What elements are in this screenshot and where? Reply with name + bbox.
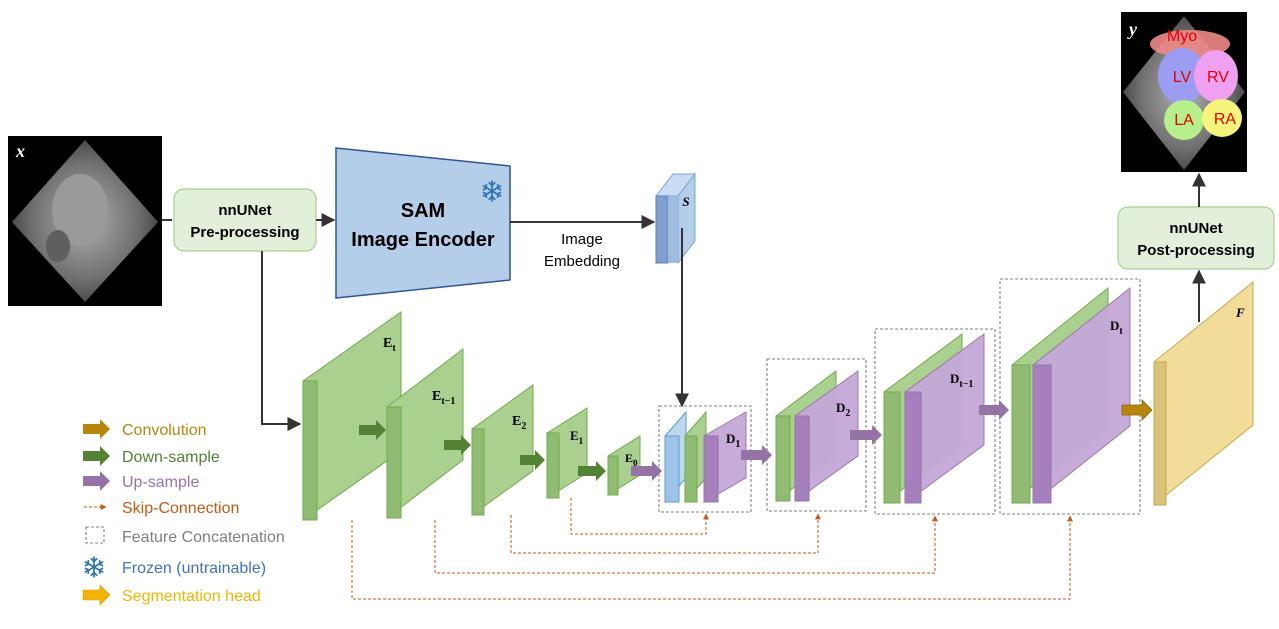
legend-item-segmentation-head: Segmentation head [82, 584, 261, 606]
block-d-t-label: Dt [1110, 318, 1123, 337]
sam-encoder: SAM Image Encoder [335, 147, 511, 299]
block-e-t-label: Et [383, 336, 396, 354]
rv-region [1194, 50, 1238, 102]
embedding-symbol: S [682, 194, 689, 209]
legend-item-skip-connection: Skip-Connection [84, 500, 239, 517]
block-e-2-label: E2 [512, 414, 526, 432]
legend-label-upsample: Up-sample [122, 474, 199, 491]
downsample-arrow-icon [83, 446, 110, 466]
input-label: x [15, 141, 25, 161]
block-d-t-1-label: Dt−1 [950, 371, 973, 390]
la-label: LA [1174, 112, 1194, 129]
embedding-block: S [654, 172, 697, 265]
block-e-t-1-label: Et−1 [432, 389, 455, 407]
block-e-0: E0 [607, 435, 641, 496]
block-e-0-label: E0 [625, 451, 638, 468]
convolution-arrow-icon [83, 419, 110, 439]
myo-label: Myo [1167, 28, 1197, 45]
legend-label-downsample: Down-sample [122, 449, 220, 466]
legend-item-frozen: Frozen (untrainable) [84, 556, 266, 578]
preprocessing-line2: Pre-processing [190, 224, 299, 241]
output-label: y [1127, 19, 1138, 39]
upsample-arrow-1 [631, 461, 662, 481]
upsample-arrow-4 [979, 400, 1009, 420]
legend-item-convolution: Convolution [83, 419, 207, 439]
segmentation-head-arrow-icon [82, 584, 111, 606]
block-d-2-label: D2 [836, 400, 850, 419]
upsample-arrow-icon [83, 471, 110, 491]
convolution-arrow [1121, 399, 1153, 421]
downsample-arrow-3 [520, 450, 545, 470]
block-e-1: E1 [546, 407, 588, 499]
concat-box-dt [999, 278, 1141, 515]
block-d-t: Dt [1011, 286, 1131, 505]
legend-label-convolution: Convolution [122, 422, 207, 439]
legend-item-downsample: Down-sample [83, 446, 220, 466]
legend-item-upsample: Up-sample [83, 471, 199, 491]
block-d-t-1: Dt−1 [883, 333, 985, 504]
downsample-arrow-2 [444, 435, 471, 455]
block-e-t: Et [302, 311, 402, 521]
output-image: y Myo LV RV LA RA [1121, 12, 1247, 172]
legend-label-segmentation-head: Segmentation head [122, 588, 261, 605]
block-e-2: E2 [471, 384, 534, 516]
concat-box-dt1 [874, 328, 996, 515]
rv-label: RV [1207, 69, 1229, 86]
flow-arrows [162, 172, 1206, 431]
skip-et1-dt1 [434, 515, 938, 574]
postprocessing-line1: nnUNet [1169, 220, 1222, 237]
ra-label: RA [1214, 111, 1237, 128]
block-f: F [1153, 280, 1254, 507]
legend-label-frozen: Frozen (untrainable) [122, 560, 266, 577]
legend-label-feature-concatenation: Feature Concatenation [122, 529, 285, 546]
lv-region [1158, 48, 1206, 104]
block-e-t-1: Et−1 [386, 347, 464, 520]
skip-e1-d1 [570, 498, 709, 535]
upsample-arrow-3 [850, 425, 882, 445]
block-d-1-label: D1 [726, 431, 740, 450]
legend-item-feature-concatenation: Feature Concatenation [85, 526, 285, 546]
encoder-line1: SAM [401, 200, 445, 222]
postprocessing-box: nnUNet Post-processing [1117, 206, 1275, 270]
block-d-1: D1 [664, 410, 747, 504]
legend-label-skip-connection: Skip-Connection [122, 500, 239, 517]
skip-e2-d2 [510, 513, 821, 554]
block-e-1-label: E1 [570, 428, 584, 446]
downsample-arrow-4 [578, 461, 606, 481]
embedding-label-line2: Embedding [544, 253, 620, 270]
block-arrows [359, 399, 1153, 481]
skip-connections [351, 498, 1073, 600]
preprocessing-line1: nnUNet [218, 202, 271, 219]
encoder-line2: Image Encoder [351, 229, 495, 251]
upsample-arrow-2 [741, 445, 772, 465]
concat-box-icon [85, 526, 105, 544]
skip-et-dt [351, 515, 1073, 600]
lv-label: LV [1173, 69, 1192, 86]
arrow-pre-to-et [261, 251, 302, 431]
downsample-arrow-1 [359, 420, 386, 440]
snowflake-icon [84, 556, 104, 578]
postprocessing-line2: Post-processing [1137, 242, 1255, 259]
input-image: x [8, 136, 162, 306]
block-f-label: F [1235, 305, 1245, 320]
preprocessing-box: nnUNet Pre-processing [173, 188, 317, 252]
embedding-label-line1: Image [561, 231, 603, 248]
legend: Convolution Down-sample Up-sample Skip-C… [82, 419, 285, 606]
block-d-2: D2 [775, 370, 859, 502]
la-region [1164, 100, 1204, 140]
ra-region [1202, 99, 1242, 137]
